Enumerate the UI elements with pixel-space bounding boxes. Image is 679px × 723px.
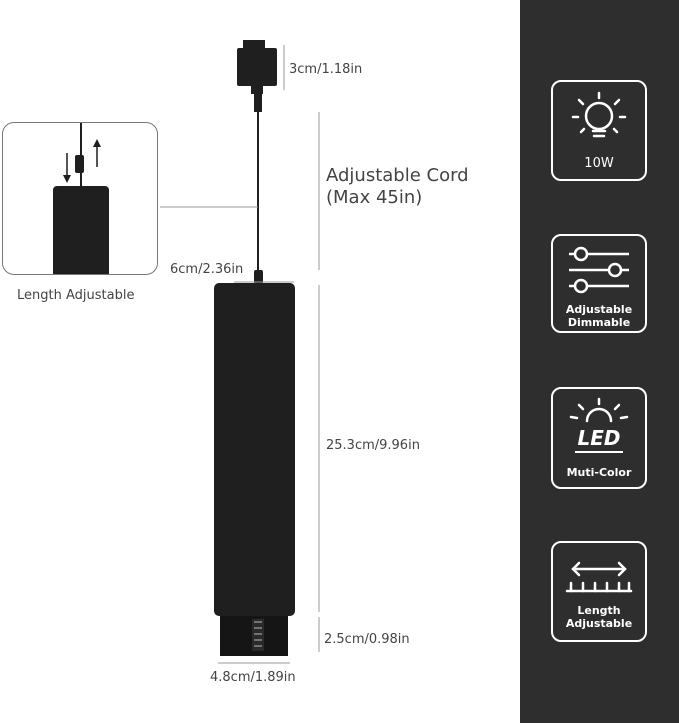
feature-label-led: Muti-Color: [566, 466, 632, 479]
feature-badge-power: 10W: [551, 80, 647, 181]
cord-title-line2: (Max 45in): [326, 187, 423, 208]
feature-label-power: 10W: [584, 156, 614, 171]
feature-badge-led: LED Muti-Color: [551, 387, 647, 489]
inset-illustration: [53, 123, 109, 274]
pendant-body: [214, 283, 295, 616]
feature-panel: [520, 0, 679, 723]
length-arrow-icon: [565, 561, 633, 593]
feature-badge-dimmable: Adjustable Dimmable: [551, 234, 647, 333]
product-illustration: [160, 40, 320, 664]
body-diameter-label: 4.8cm/1.89in: [210, 670, 296, 685]
inset-caption: Length Adjustable: [17, 288, 135, 303]
feature-badge-length: Length Adjustable: [551, 541, 647, 642]
sliders-icon: [569, 246, 629, 294]
cord-grip: [254, 270, 263, 284]
extension-height-label: 2.5cm/0.98in: [324, 632, 410, 647]
feature-label-length-2: Adjustable: [565, 617, 633, 630]
led-icon-text: LED: [577, 426, 621, 450]
body-height-label: 25.3cm/9.96in: [326, 438, 420, 453]
connector-height-label: 3cm/1.18in: [289, 62, 363, 77]
feature-label-length-1: Length: [577, 604, 621, 617]
track-connector: [237, 40, 277, 112]
canopy-width-label: 6cm/2.36in: [170, 262, 244, 277]
light-bulb-icon: [571, 91, 627, 138]
led-underline: [575, 451, 623, 453]
length-adjust-inset: [2, 122, 158, 275]
feature-label-dimmable-2: Dimmable: [567, 316, 631, 329]
cord-title-line1: Adjustable Cord: [326, 165, 469, 186]
feature-label-dimmable-1: Adjustable: [565, 303, 633, 316]
led-icon: [569, 397, 629, 423]
